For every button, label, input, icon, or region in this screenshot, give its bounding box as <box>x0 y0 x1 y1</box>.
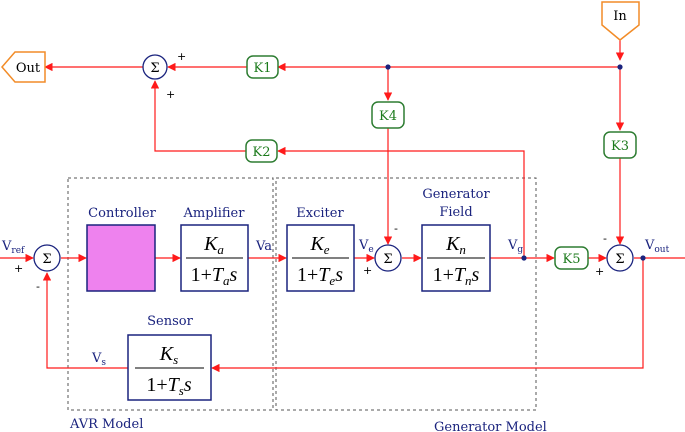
sensor-title: Sensor <box>147 314 193 329</box>
wire-feedback-to-sensor <box>211 258 644 373</box>
controller-block <box>86 224 156 292</box>
amplifier-title: Amplifier <box>183 206 246 221</box>
gain-k2: K2 <box>245 139 278 163</box>
exciter-title: Exciter <box>296 206 344 221</box>
signal-vs: Vs <box>91 351 106 368</box>
svg-text:1+Tas: 1+Tas <box>191 264 238 288</box>
wire-k2-to-sum <box>150 80 246 152</box>
junction-node-in <box>617 64 623 70</box>
svg-text:Σ: Σ <box>615 252 624 267</box>
junction-node-k4 <box>385 64 391 70</box>
sensor-block: Ks 1+Tss <box>127 334 212 401</box>
svg-text:Σ: Σ <box>150 61 159 76</box>
avr-model-label: AVR Model <box>69 417 143 432</box>
sign-feedback: - <box>36 280 40 293</box>
gain-k5: K5 <box>554 246 589 270</box>
controller-title: Controller <box>88 206 156 221</box>
svg-text:1+Tss: 1+Tss <box>146 374 191 398</box>
gain-k4: K4 <box>371 101 405 129</box>
svg-text:Σ: Σ <box>383 252 392 267</box>
svg-text:Ka: Ka <box>203 233 224 257</box>
sign-exciter-ve: + <box>363 264 372 277</box>
out-port-label: Out <box>16 61 41 76</box>
signal-va: Va <box>255 239 272 254</box>
svg-text:Σ: Σ <box>42 252 51 267</box>
sum-junction-exciter: Σ <box>374 244 402 272</box>
generator-field-title-2: Field <box>439 205 472 220</box>
sum-junction-output: Σ <box>606 244 634 272</box>
generator-field-title-1: Generator <box>422 187 490 202</box>
sign-vref: + <box>14 262 23 275</box>
signal-vg: Vg <box>507 238 523 255</box>
in-port: In <box>601 1 640 41</box>
gain-k1: K1 <box>246 55 279 79</box>
sign-exciter-k4: - <box>394 222 398 235</box>
sign-output-k5: + <box>595 265 604 278</box>
sign-output-k3: - <box>603 232 607 245</box>
gain-k5-label: K5 <box>563 252 581 267</box>
signal-vref: Vref <box>1 239 25 256</box>
sign-top-k2: + <box>166 88 175 101</box>
exciter-block: Ke 1+Tes <box>286 224 355 292</box>
sum-junction-top: Σ <box>142 54 168 80</box>
generator-field-block: Kn 1+Tns <box>421 224 491 292</box>
amplifier-block: Ka 1+Tas <box>180 224 249 292</box>
svg-text:Ke: Ke <box>309 233 329 257</box>
wire-sensor-to-sum <box>42 272 128 369</box>
signal-ve: Ve <box>358 238 374 255</box>
junction-node-vout <box>640 255 646 261</box>
avr-model-box <box>67 177 274 411</box>
signal-vout: Vout <box>644 238 670 255</box>
junction-node-vg <box>521 255 527 261</box>
svg-text:Ks: Ks <box>159 343 178 367</box>
wire-vg-to-k2 <box>277 146 525 258</box>
svg-text:Kn: Kn <box>445 233 466 257</box>
svg-text:1+Tns: 1+Tns <box>433 264 480 288</box>
sign-top-k1: + <box>177 50 186 63</box>
gain-k2-label: K2 <box>253 145 271 160</box>
sum-junction-input: Σ <box>33 244 61 272</box>
gain-k4-label: K4 <box>379 109 397 124</box>
in-port-label: In <box>613 9 627 24</box>
gain-k3: K3 <box>603 131 637 159</box>
generator-model-label: Generator Model <box>434 420 547 432</box>
gain-k1-label: K1 <box>254 61 272 76</box>
out-port: Out <box>1 51 46 83</box>
svg-text:1+Tes: 1+Tes <box>297 264 343 288</box>
gain-k3-label: K3 <box>611 139 629 154</box>
